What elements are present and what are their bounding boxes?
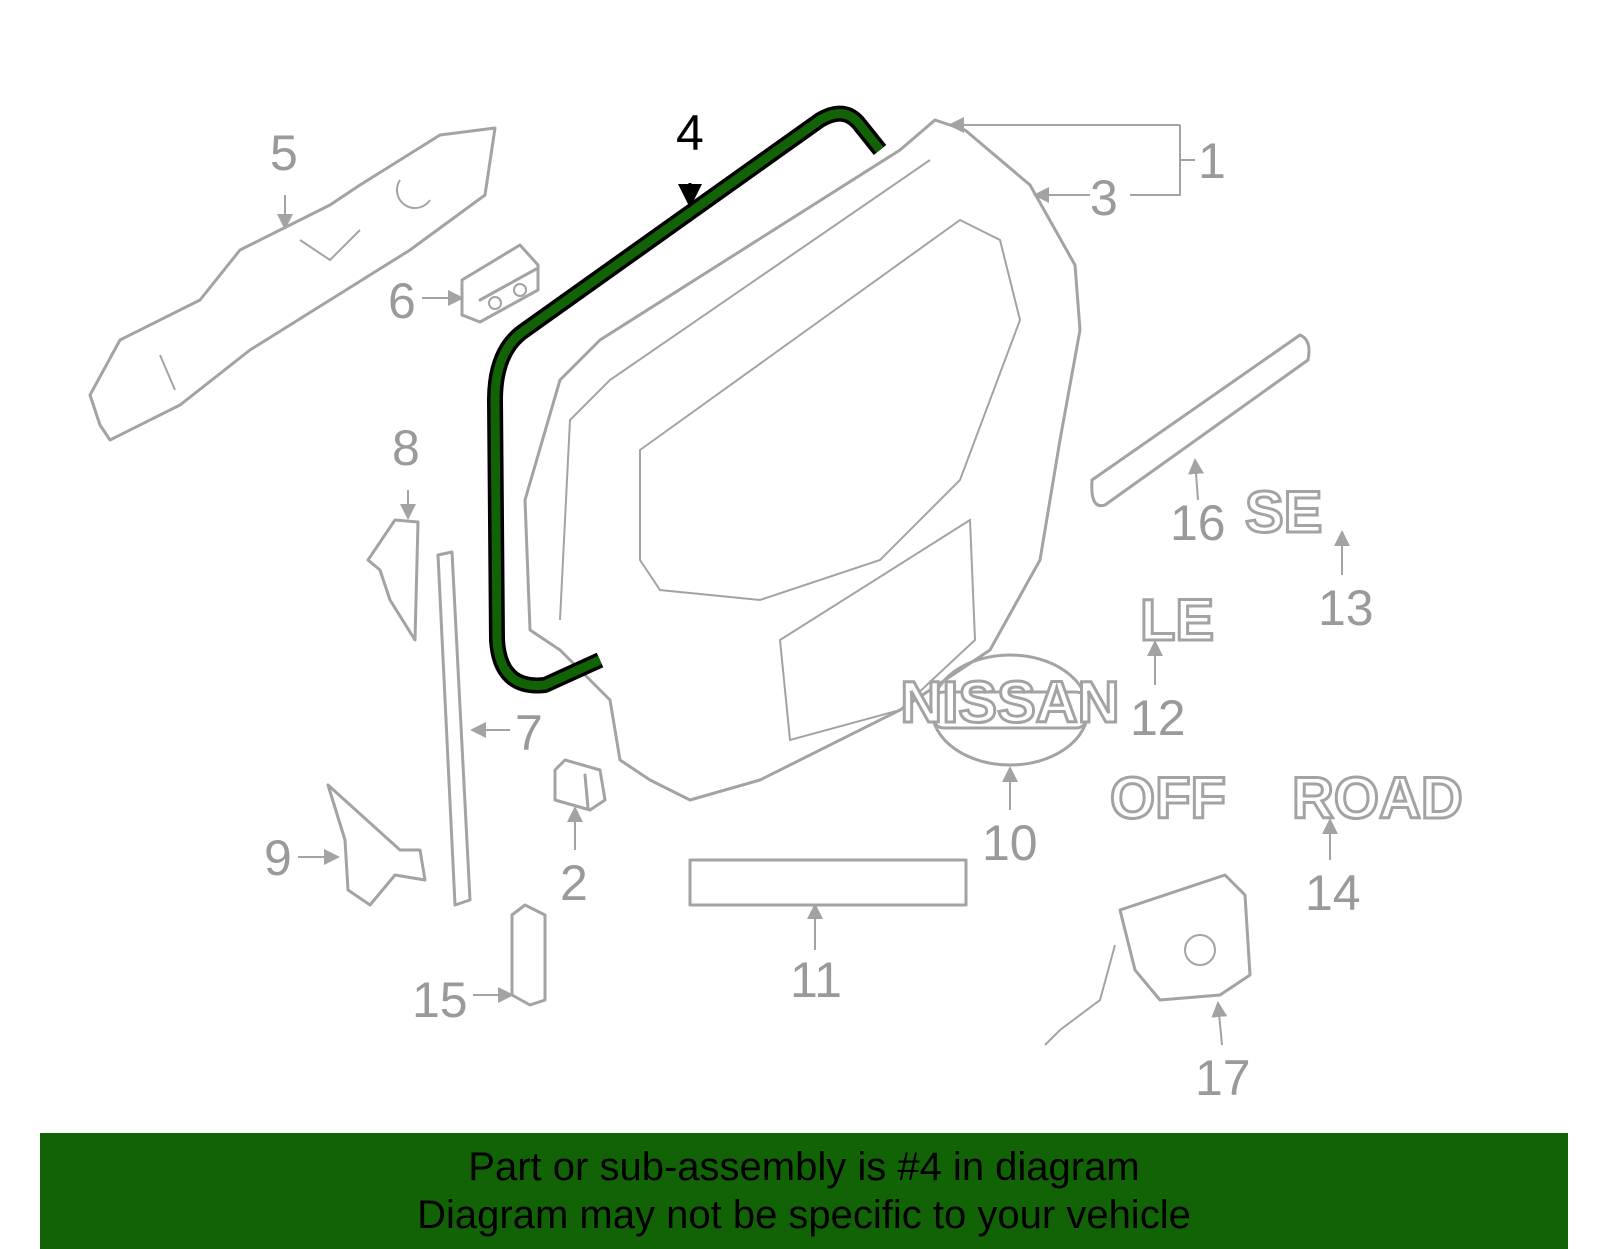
off-emblem[interactable]: OFF — [1109, 765, 1228, 833]
callout-13: 13 — [1318, 580, 1374, 636]
nissan-text: NISSAN — [900, 670, 1119, 735]
road-emblem[interactable]: ROAD — [1291, 765, 1465, 833]
callout-11: 11 — [790, 952, 842, 1008]
callout-3: 3 — [1090, 170, 1118, 226]
callout-6: 6 — [388, 273, 416, 329]
banner-line-1: Part or sub-assembly is #4 in diagram — [468, 1145, 1140, 1189]
callout-16: 16 — [1170, 495, 1226, 551]
callout-17: 17 — [1195, 1050, 1251, 1106]
callout-14: 14 — [1305, 865, 1361, 921]
callout-4: 4 — [676, 105, 704, 161]
callout-15: 15 — [412, 972, 468, 1028]
callout-2: 2 — [560, 855, 588, 911]
part-2-bumper[interactable] — [553, 758, 607, 812]
part-17-lamp[interactable] — [1044, 873, 1252, 1046]
callout-9: 9 — [264, 830, 292, 886]
part-15-cover[interactable] — [510, 903, 547, 1007]
part-11-plate[interactable] — [688, 858, 968, 907]
callout-5: 5 — [270, 125, 298, 181]
part-16-molding[interactable] — [1090, 333, 1311, 508]
callout-12: 12 — [1130, 690, 1186, 746]
part-9-trim[interactable] — [326, 783, 427, 907]
part-8-trim[interactable] — [366, 518, 420, 642]
nissan-emblem[interactable]: NISSAN — [899, 653, 1121, 767]
callout-1: 1 — [1198, 133, 1226, 189]
part-6-block[interactable] — [460, 243, 540, 324]
callout-10: 10 — [982, 815, 1038, 871]
se-emblem[interactable]: SE — [1244, 479, 1324, 547]
callout-8: 8 — [392, 420, 420, 476]
callout-7: 7 — [515, 705, 543, 761]
leader-lines — [277, 117, 1350, 1046]
part-7-strip[interactable] — [436, 550, 472, 907]
banner-line-2: Diagram may not be specific to your vehi… — [417, 1193, 1191, 1237]
le-emblem[interactable]: LE — [1139, 587, 1216, 655]
part-4-weatherstrip[interactable] — [487, 105, 887, 694]
part-5-bracket[interactable] — [88, 126, 497, 442]
info-banner: Part or sub-assembly is #4 in diagram Di… — [40, 1133, 1568, 1249]
